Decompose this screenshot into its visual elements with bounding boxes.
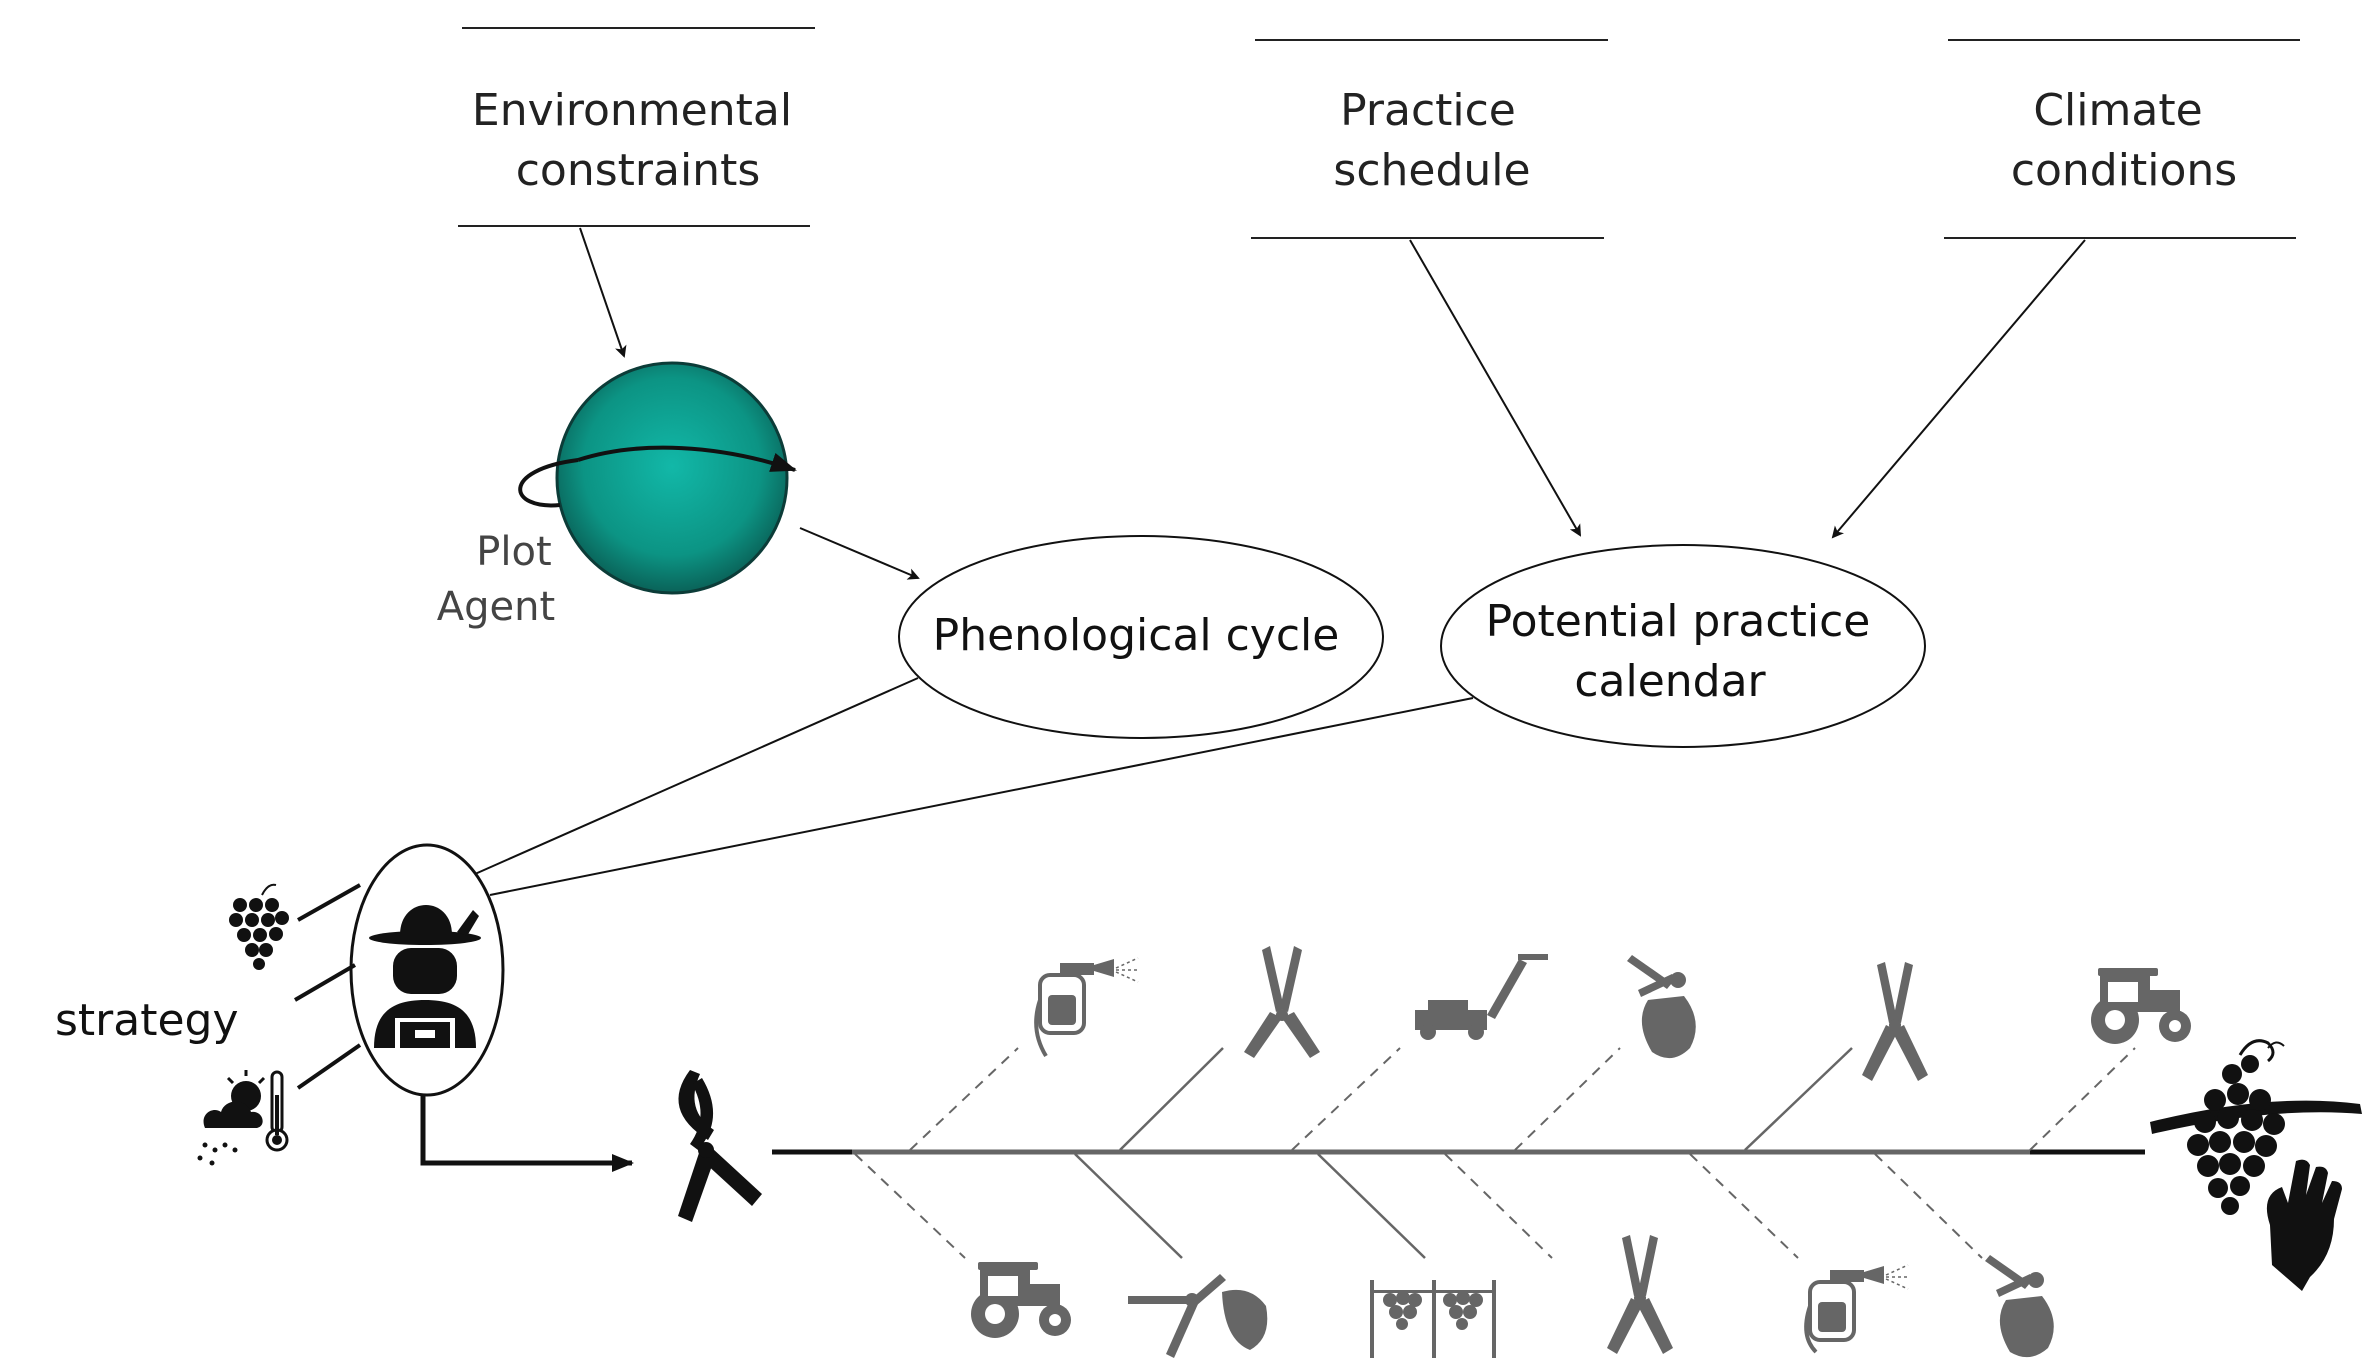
climate-to-calendar-arrow — [1831, 239, 2086, 539]
sprayer-icon-bottom — [1804, 1264, 1910, 1354]
practice-schedule-box: Practice schedule — [1251, 39, 1608, 239]
branch-tractor-top — [2029, 1047, 2136, 1151]
calendar-line2: calendar — [1574, 656, 1766, 707]
climate-line2: conditions — [2011, 145, 2237, 196]
phenology-to-farmer-line — [474, 677, 919, 875]
hedge-trimmer-icon-bottom — [1128, 1274, 1268, 1358]
grapes-icon — [229, 883, 289, 970]
farmer-icon — [369, 905, 481, 1048]
lawnmower-icon-top — [1415, 954, 1548, 1040]
branch-shears-top-1 — [1119, 1047, 1224, 1151]
shears-icon-top-2 — [1862, 962, 1928, 1081]
branch-shears-bottom — [1444, 1153, 1553, 1259]
branch-tractor-bottom — [854, 1153, 966, 1259]
tractor-icon-bottom — [971, 1262, 1071, 1338]
leaf-trimmer-icon-bottom — [1985, 1255, 2054, 1358]
branch-shears-top-2 — [1744, 1047, 1853, 1151]
shears-icon-bottom — [1607, 1235, 1673, 1354]
climate-conditions-box: Climate conditions — [1944, 39, 2300, 239]
plot-agent-label-2: Agent — [437, 584, 555, 630]
branch-sprayer-bottom — [1689, 1153, 1799, 1259]
sprayer-icon-top — [1034, 957, 1140, 1058]
practice-to-calendar-arrow — [1409, 239, 1581, 537]
branch-leaftrim-top — [1514, 1047, 1621, 1151]
branch-hedge-bottom — [1074, 1153, 1183, 1259]
middle-input-line — [293, 963, 357, 1002]
pruning-shears-icon — [678, 1070, 762, 1222]
grapes-input-line — [297, 883, 361, 922]
shears-icon-top-1 — [1244, 946, 1320, 1058]
practice-line2: schedule — [1333, 145, 1530, 196]
branch-trellis-bottom — [1317, 1153, 1426, 1259]
practice-line1: Practice — [1340, 85, 1516, 136]
phenological-label: Phenological cycle — [933, 610, 1340, 661]
farmer-agent — [349, 843, 505, 1097]
calendar-line1: Potential practice — [1486, 596, 1871, 647]
calendar-to-farmer-line — [489, 697, 1474, 896]
tractor-icon-top — [2091, 968, 2191, 1044]
farmer-to-timeline-arrow — [420, 1095, 634, 1172]
climate-line1: Climate — [2033, 85, 2202, 136]
env-to-agent-arrow — [579, 227, 627, 358]
leaf-trimmer-icon-top — [1627, 955, 1696, 1059]
plot-agent-sphere — [518, 361, 797, 595]
environmental-constraints-box: Environmental constraints — [458, 27, 815, 227]
potential-practice-calendar-ellipse: Potential practice calendar — [1440, 544, 1926, 748]
agent-to-phenology-arrow — [799, 527, 920, 580]
weather-input-line — [296, 1043, 362, 1090]
weather-thermometer-icon — [197, 1070, 289, 1166]
lower-branches — [854, 1153, 1983, 1259]
environmental-line1: Environmental — [472, 85, 792, 136]
vine-trellis-icon-bottom — [1370, 1280, 1496, 1358]
branch-sprayer-top — [909, 1047, 1019, 1151]
branch-mower-top — [1291, 1047, 1401, 1151]
environmental-line2: constraints — [516, 145, 761, 196]
plot-agent-label-1: Plot — [476, 529, 551, 575]
grape-harvest-icon — [2150, 1039, 2362, 1291]
strategy-label: strategy — [55, 995, 239, 1046]
upper-branches — [909, 1047, 2136, 1151]
branch-leaftrim-bottom — [1874, 1153, 1983, 1259]
phenological-cycle-ellipse: Phenological cycle — [898, 535, 1384, 739]
